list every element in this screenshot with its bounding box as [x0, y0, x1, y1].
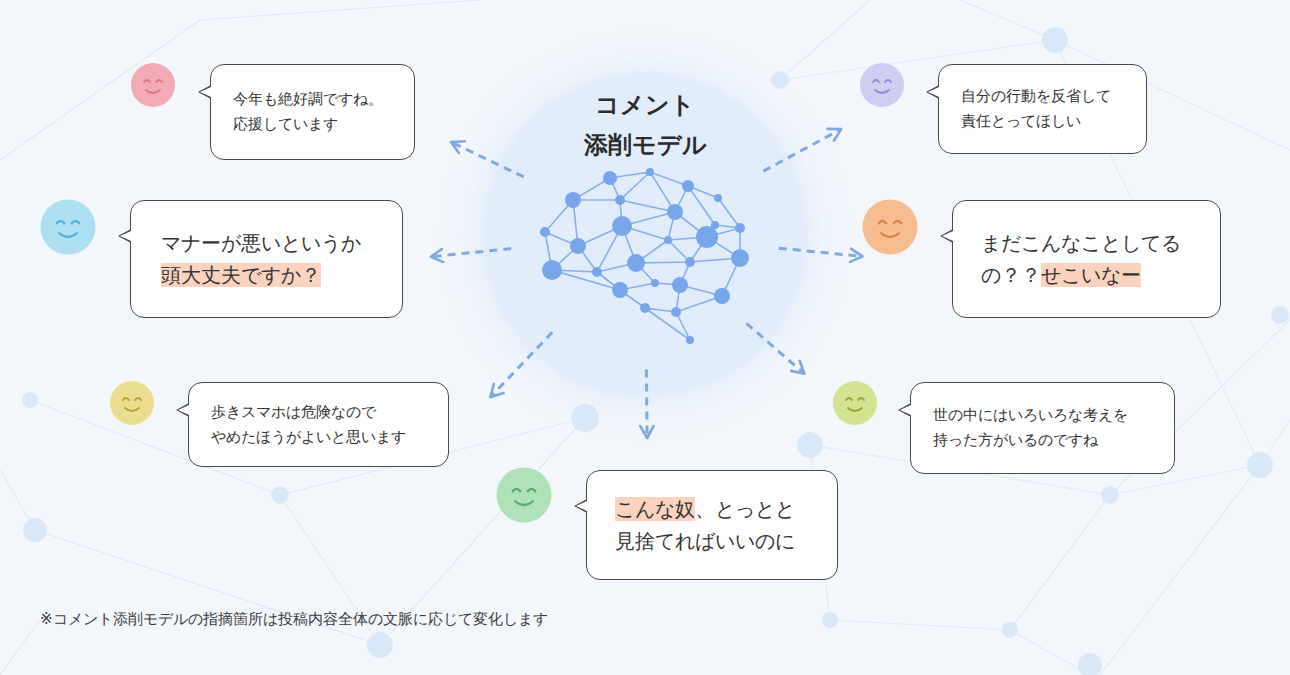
background-dot: [367, 632, 393, 658]
flagged-phrase: 頭大丈夫ですか？: [161, 263, 321, 287]
footnote-caption: ※コメント添削モデルの指摘箇所は投稿内容全体の文脈に応じて変化します: [40, 608, 548, 630]
smiley-head: [41, 200, 96, 255]
text-segment: マナーが悪いというか: [161, 231, 361, 255]
smiley-head: [833, 381, 877, 425]
smiley-features: [144, 80, 162, 93]
brain-node: [682, 180, 694, 192]
background-dot: [1078, 653, 1102, 675]
smiley-face: [863, 200, 918, 255]
brain-node: [612, 282, 628, 298]
comment-text: 歩きスマホは危険なので やめたほうがよいと思います: [211, 400, 438, 450]
background-dot: [1271, 306, 1289, 324]
smiley-face: [41, 200, 96, 255]
smiley-head: [860, 63, 904, 107]
dashed-arrow: [431, 249, 511, 257]
brain-node: [671, 307, 681, 317]
flagged-phrase: こんな奴: [615, 497, 695, 521]
comment-text: 世の中にはいろいろな考えを 持った方がいるのですね: [933, 403, 1164, 453]
brain-node: [603, 171, 617, 185]
smiley-face: [131, 63, 175, 107]
brain-node: [711, 221, 719, 229]
smiley-head: [131, 63, 175, 107]
brain-node: [696, 226, 718, 248]
background-dot: [23, 518, 47, 542]
brain-node: [667, 204, 683, 220]
smiley-face: [497, 468, 552, 523]
brain-node: [615, 195, 625, 205]
smiley-head: [497, 468, 552, 523]
brain-node: [540, 227, 550, 237]
connector-layer: [431, 129, 863, 438]
brain-node: [731, 249, 749, 267]
brain-node: [651, 279, 659, 287]
speech-bubble: まだこんなことしてる の？？せこいなー: [952, 200, 1221, 318]
model-title: コメント 添削モデル: [483, 85, 807, 165]
background-dot: [1101, 486, 1119, 504]
smiley-features: [57, 221, 80, 237]
brain-node: [686, 336, 694, 344]
comment-text: マナーが悪いというか 頭大丈夫ですか？: [161, 227, 392, 291]
smiley-head: [863, 200, 918, 255]
smiley-features: [513, 489, 536, 505]
smiley-faces: [41, 63, 918, 523]
brain-node: [640, 303, 650, 313]
brain-node: [664, 236, 672, 244]
brain-node: [646, 168, 654, 176]
speech-bubble: 歩きスマホは危険なので やめたほうがよいと思います: [188, 382, 449, 467]
model-circle: コメント 添削モデル: [483, 73, 807, 397]
brain-node: [685, 257, 695, 267]
brain-node: [714, 288, 730, 304]
smiley-head: [110, 381, 154, 425]
smiley-features: [879, 221, 902, 237]
background-dot: [822, 612, 838, 628]
brain-node: [592, 267, 602, 277]
speech-bubble: 自分の行動を反省して 責任とってほしい: [938, 64, 1147, 154]
smiley-face: [860, 63, 904, 107]
comment-text: 自分の行動を反省して 責任とってほしい: [961, 84, 1136, 134]
smiley-face: [833, 381, 877, 425]
background-dot: [22, 392, 38, 408]
dashed-arrow: [451, 142, 524, 177]
brain-node: [570, 238, 586, 254]
speech-bubble: こんな奴、とっとと 見捨てればいいのに: [586, 470, 838, 580]
smiley-face: [110, 381, 154, 425]
smiley-features: [873, 80, 891, 93]
dashed-arrow: [490, 332, 552, 397]
background-dot: [1247, 452, 1273, 478]
smiley-features: [846, 398, 864, 411]
speech-bubble: マナーが悪いというか 頭大丈夫ですか？: [130, 200, 403, 318]
brain-node: [735, 223, 745, 233]
brain-links: [545, 172, 740, 340]
brain-illustration: [540, 168, 749, 344]
brain-node: [672, 277, 688, 293]
dashed-arrow: [645, 369, 649, 438]
speech-bubble: 世の中にはいろいろな考えを 持った方がいるのですね: [910, 382, 1175, 474]
background-dot: [271, 486, 289, 504]
brain-node: [565, 192, 581, 208]
dashed-arrow: [763, 129, 841, 171]
comment-text: 今年も絶好調ですね。 応援しています: [233, 87, 404, 137]
background-dot: [571, 404, 599, 432]
flagged-phrase: せこいなー: [1041, 263, 1141, 287]
brain-node: [542, 260, 562, 280]
dashed-arrow: [746, 323, 804, 373]
comment-text: こんな奴、とっとと 見捨てればいいのに: [615, 493, 827, 557]
comment-text: まだこんなことしてる の？？せこいなー: [981, 227, 1210, 291]
brain-node: [627, 254, 645, 272]
brain-node: [714, 194, 722, 202]
background-dot: [1002, 622, 1018, 638]
smiley-features: [123, 398, 141, 411]
background-dots: [22, 27, 1289, 675]
background-dot: [1042, 27, 1068, 53]
speech-bubble: 今年も絶好調ですね。 応援しています: [210, 64, 415, 160]
background-dot: [797, 432, 823, 458]
background-dot: [771, 71, 789, 89]
dashed-arrow: [779, 248, 863, 256]
brain-node: [612, 216, 632, 236]
